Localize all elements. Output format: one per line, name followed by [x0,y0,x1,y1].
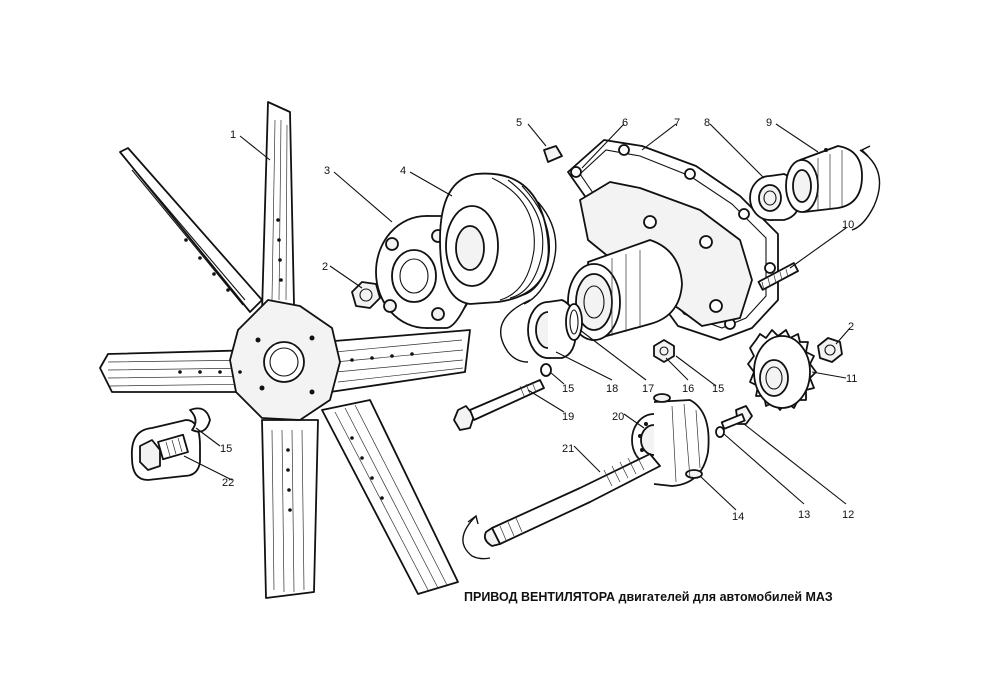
nut-left [351,281,381,309]
callout-14: 14 [732,511,744,523]
oil-seal [499,299,577,363]
callout-12: 12 [842,509,854,521]
v-belt-pulley [439,172,557,305]
callout-13: 13 [798,509,810,521]
retaining-ring [565,303,583,341]
bolt-inset [130,407,211,481]
callout-19: 19 [562,411,574,423]
fan-blade-assembly [99,101,471,599]
callout-17: 17 [642,383,654,395]
gear [747,329,817,411]
spring-washer [715,426,725,438]
callout-9: 9 [766,117,772,129]
callout-11: 11 [846,373,857,385]
callout-18: 18 [606,383,618,395]
bearing-cover [653,393,710,487]
diagram-caption: ПРИВОД ВЕНТИЛЯТОРА двигателей для автомо… [464,590,833,604]
callout-15-inset: 15 [220,443,232,455]
callout-20: 20 [612,411,624,423]
callout-labels: 1 2 3 4 5 6 7 8 9 10 2 11 12 13 14 15 15… [220,117,857,523]
woodruff-key [543,145,563,163]
callout-5: 5 [516,117,522,129]
callout-21: 21 [562,443,574,455]
nut-centre [653,339,675,363]
callout-7: 7 [674,117,680,129]
short-bolt [720,405,753,430]
bearing-sleeve [785,145,881,231]
leader-lines [183,123,851,511]
long-bolt [453,379,545,431]
rivet-rows [178,218,414,512]
callout-2-right: 2 [848,321,854,333]
callout-16: 16 [682,383,694,395]
stud [757,262,799,291]
callout-6: 6 [622,117,628,129]
callout-2-left: 2 [322,261,328,273]
callout-4: 4 [400,165,406,177]
callout-1: 1 [230,129,236,141]
callout-8: 8 [704,117,710,129]
callout-3: 3 [324,165,330,177]
callout-10: 10 [842,219,854,231]
callout-15-right: 15 [712,383,724,395]
washer-centre [540,363,552,377]
callout-22: 22 [222,477,234,489]
callout-15-centre: 15 [562,383,574,395]
fan-drive-housing [567,181,753,341]
drive-shaft [462,453,661,560]
